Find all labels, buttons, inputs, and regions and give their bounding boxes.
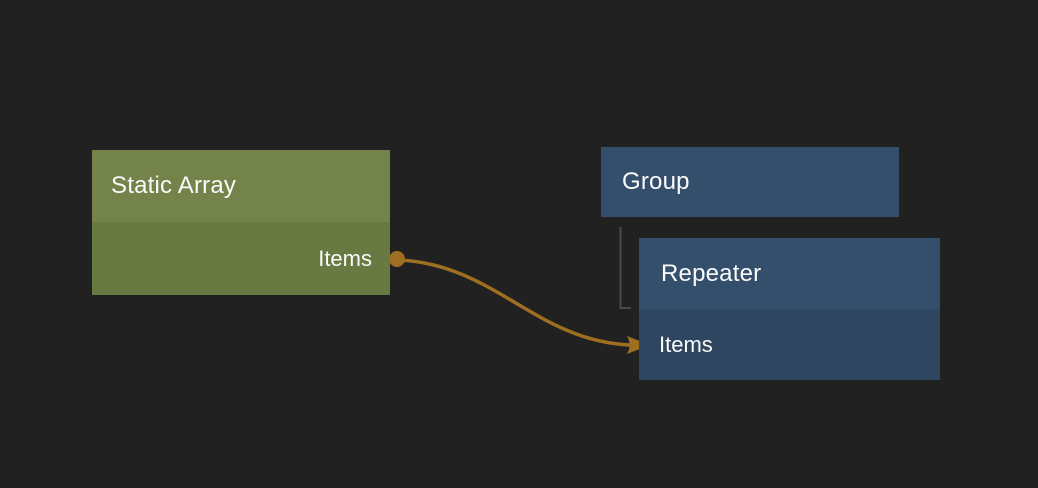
- output-row-items[interactable]: Items: [92, 222, 390, 295]
- output-port-dot[interactable]: [389, 251, 405, 267]
- node-static-array-header[interactable]: Static Array: [92, 150, 390, 222]
- node-group-title: Group: [622, 168, 690, 195]
- input-port-label: Items: [659, 331, 713, 357]
- node-static-array-title: Static Array: [111, 172, 237, 199]
- output-port-label: Items: [318, 245, 372, 271]
- node-repeater[interactable]: Repeater Items: [639, 238, 940, 380]
- node-group-header[interactable]: Group: [601, 147, 899, 217]
- node-repeater-header[interactable]: Repeater: [639, 238, 940, 309]
- connection-wire[interactable]: [398, 258, 631, 347]
- node-static-array-body: Items: [92, 222, 390, 295]
- node-group[interactable]: Group: [601, 147, 899, 217]
- input-row-items[interactable]: Items: [639, 309, 940, 380]
- group-child-tree-line: [619, 227, 631, 309]
- node-repeater-body: Items: [639, 309, 940, 380]
- node-repeater-title: Repeater: [661, 259, 762, 287]
- node-static-array[interactable]: Static Array Items: [92, 150, 390, 295]
